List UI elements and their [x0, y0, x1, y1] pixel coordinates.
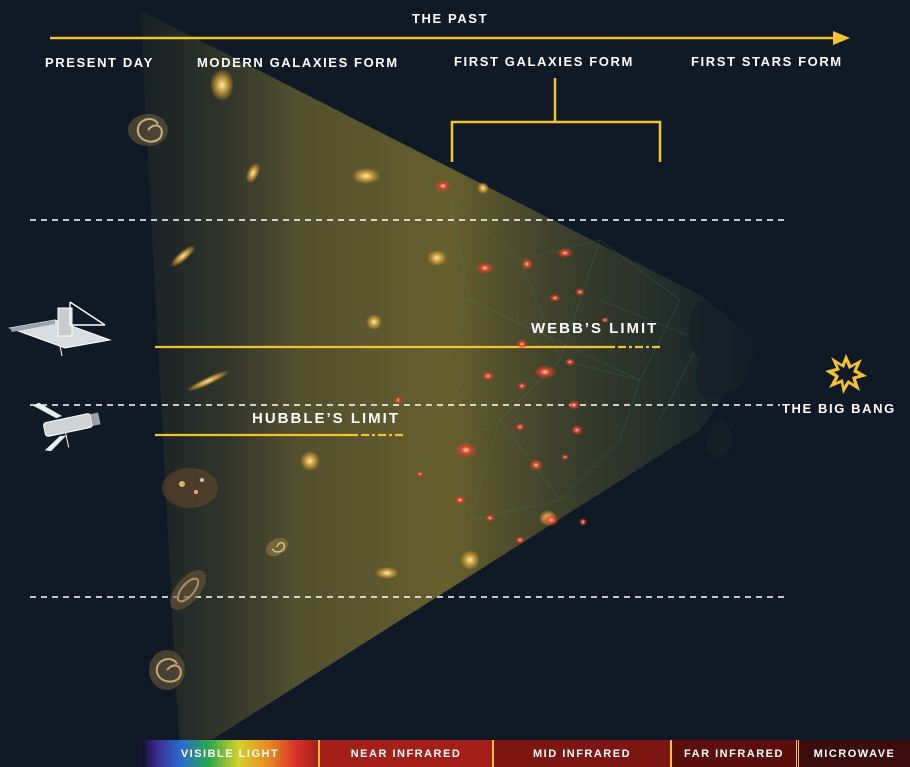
nearby-galaxies [128, 69, 289, 690]
webb-limit-label: WEBB’S LIMIT [531, 320, 659, 337]
irregular-galaxy-icon [162, 468, 218, 508]
era-dashed-lines [30, 219, 785, 598]
mid-distance-galaxies [300, 168, 557, 579]
spectrum-mid-infrared: MID INFRARED [492, 740, 670, 767]
first-galaxies-label: FIRST GALAXIES FORM [454, 54, 634, 69]
big-bang-label: THE BIG BANG [782, 401, 896, 416]
spectrum-visible-light: VISIBLE LIGHT [142, 740, 318, 767]
past-arrow [50, 31, 850, 45]
hubble-limit-label: HUBBLE’S LIMIT [252, 410, 400, 427]
spiral-galaxy-icon [265, 537, 289, 557]
past-arrow-label: THE PAST [412, 11, 489, 26]
first-stars-label: FIRST STARS FORM [691, 54, 843, 69]
light-cone [140, 10, 760, 760]
spectrum-bar: VISIBLE LIGHT NEAR INFRARED MID INFRARED… [142, 740, 910, 767]
hubble-telescope-icon [33, 402, 101, 452]
spectrum-far-infrared: FAR INFRARED [670, 740, 796, 767]
first-galaxies-bracket [450, 78, 662, 162]
webb-telescope-icon [8, 301, 112, 357]
dark-nebula [688, 300, 750, 458]
spiral-galaxy-icon [149, 650, 185, 690]
starburst-icon [825, 354, 867, 394]
spiral-galaxy-icon [170, 570, 206, 610]
spiral-galaxy-icon [128, 114, 168, 146]
distant-galaxies [394, 180, 609, 544]
present-day-label: PRESENT DAY [45, 55, 154, 70]
modern-galaxies-label: MODERN GALAXIES FORM [197, 55, 399, 70]
spectrum-microwave: MICROWAVE [796, 740, 910, 767]
spectrum-near-infrared: NEAR INFRARED [318, 740, 492, 767]
